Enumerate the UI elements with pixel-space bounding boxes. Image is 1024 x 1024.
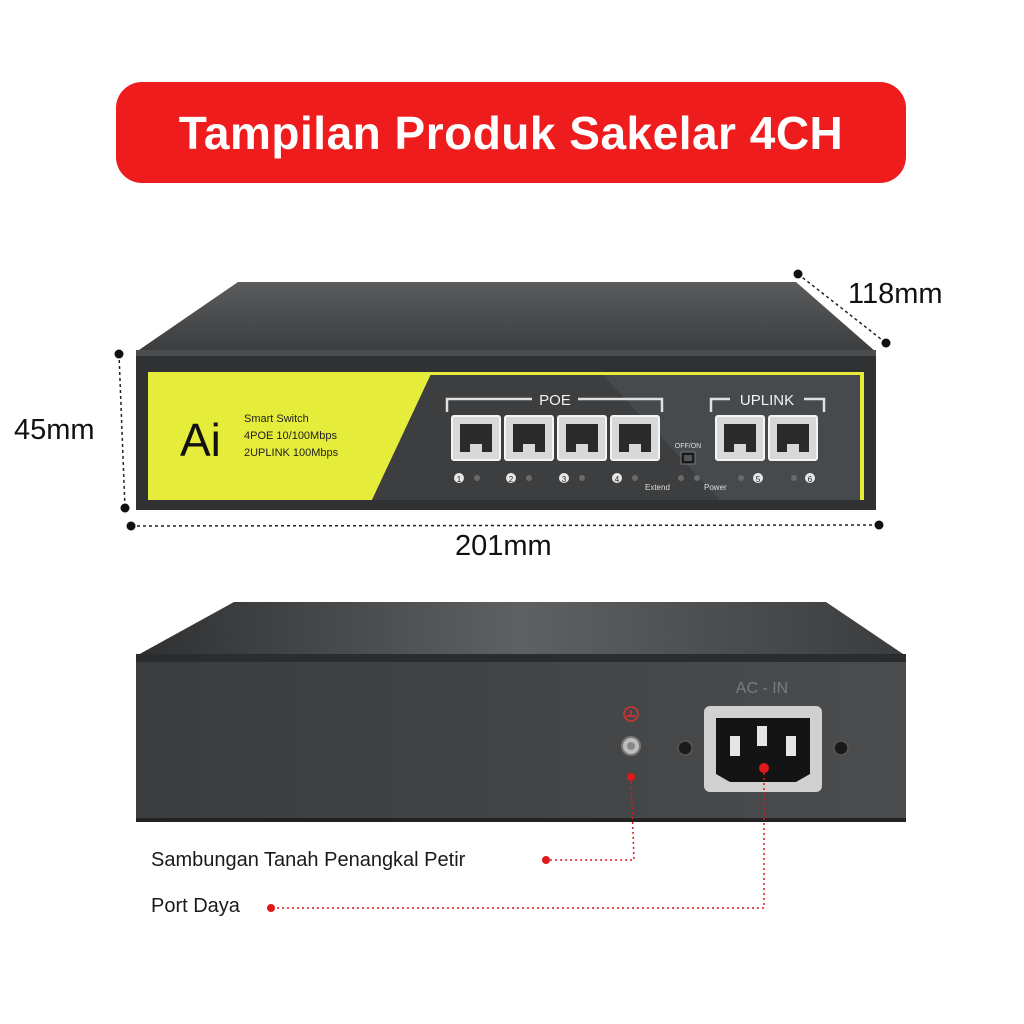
svg-text:5: 5 [756, 475, 761, 484]
uplink-label: UPLINK [740, 392, 794, 409]
ac-in-label: AC - IN [736, 680, 788, 697]
svg-text:3: 3 [562, 475, 567, 484]
power-callout-line [271, 768, 765, 909]
yellow-panel [148, 372, 432, 500]
extend-label: Extend [645, 483, 670, 492]
dimension-lines [114, 269, 891, 531]
title-banner: Tampilan Produk Sakelar 4CH [116, 82, 906, 183]
ground-callout-label: Sambungan Tanah Penangkal Petir [151, 849, 466, 871]
switch-label: OFF/ON [675, 443, 701, 450]
poe-label: POE [539, 392, 571, 409]
width-label: 201mm [455, 530, 552, 562]
ai-logo: Ai [180, 414, 221, 466]
ground-callout-line [546, 776, 635, 861]
rj45-port-1 [451, 415, 501, 461]
page-title: Tampilan Produk Sakelar 4CH [178, 106, 844, 159]
uplink-ports [715, 415, 818, 461]
model-line-1: Smart Switch [244, 413, 309, 425]
rj45-port-2 [504, 415, 554, 461]
model-line-3: 2UPLINK 100Mbps [244, 447, 339, 459]
depth-label: 118mm [848, 278, 943, 310]
svg-text:6: 6 [808, 475, 813, 484]
rj45-port-5 [715, 415, 765, 461]
rj45-port-6 [768, 415, 818, 461]
switch-rear-view: AC - IN [136, 602, 906, 912]
height-label: 45mm [14, 414, 95, 446]
front-top-surface [136, 282, 876, 352]
model-line-2: 4POE 10/100Mbps [244, 430, 337, 442]
svg-text:1: 1 [457, 475, 462, 484]
ground-symbol-icon [623, 706, 639, 722]
rj45-port-3 [557, 415, 607, 461]
svg-text:2: 2 [509, 475, 514, 484]
poe-ports [451, 415, 660, 461]
power-label: Power [704, 483, 727, 492]
power-port-callout-label: Port Daya [151, 895, 240, 917]
svg-text:4: 4 [615, 475, 620, 484]
rj45-port-4 [610, 415, 660, 461]
port-indicators: 1 2 3 4 5 6 [454, 473, 815, 484]
